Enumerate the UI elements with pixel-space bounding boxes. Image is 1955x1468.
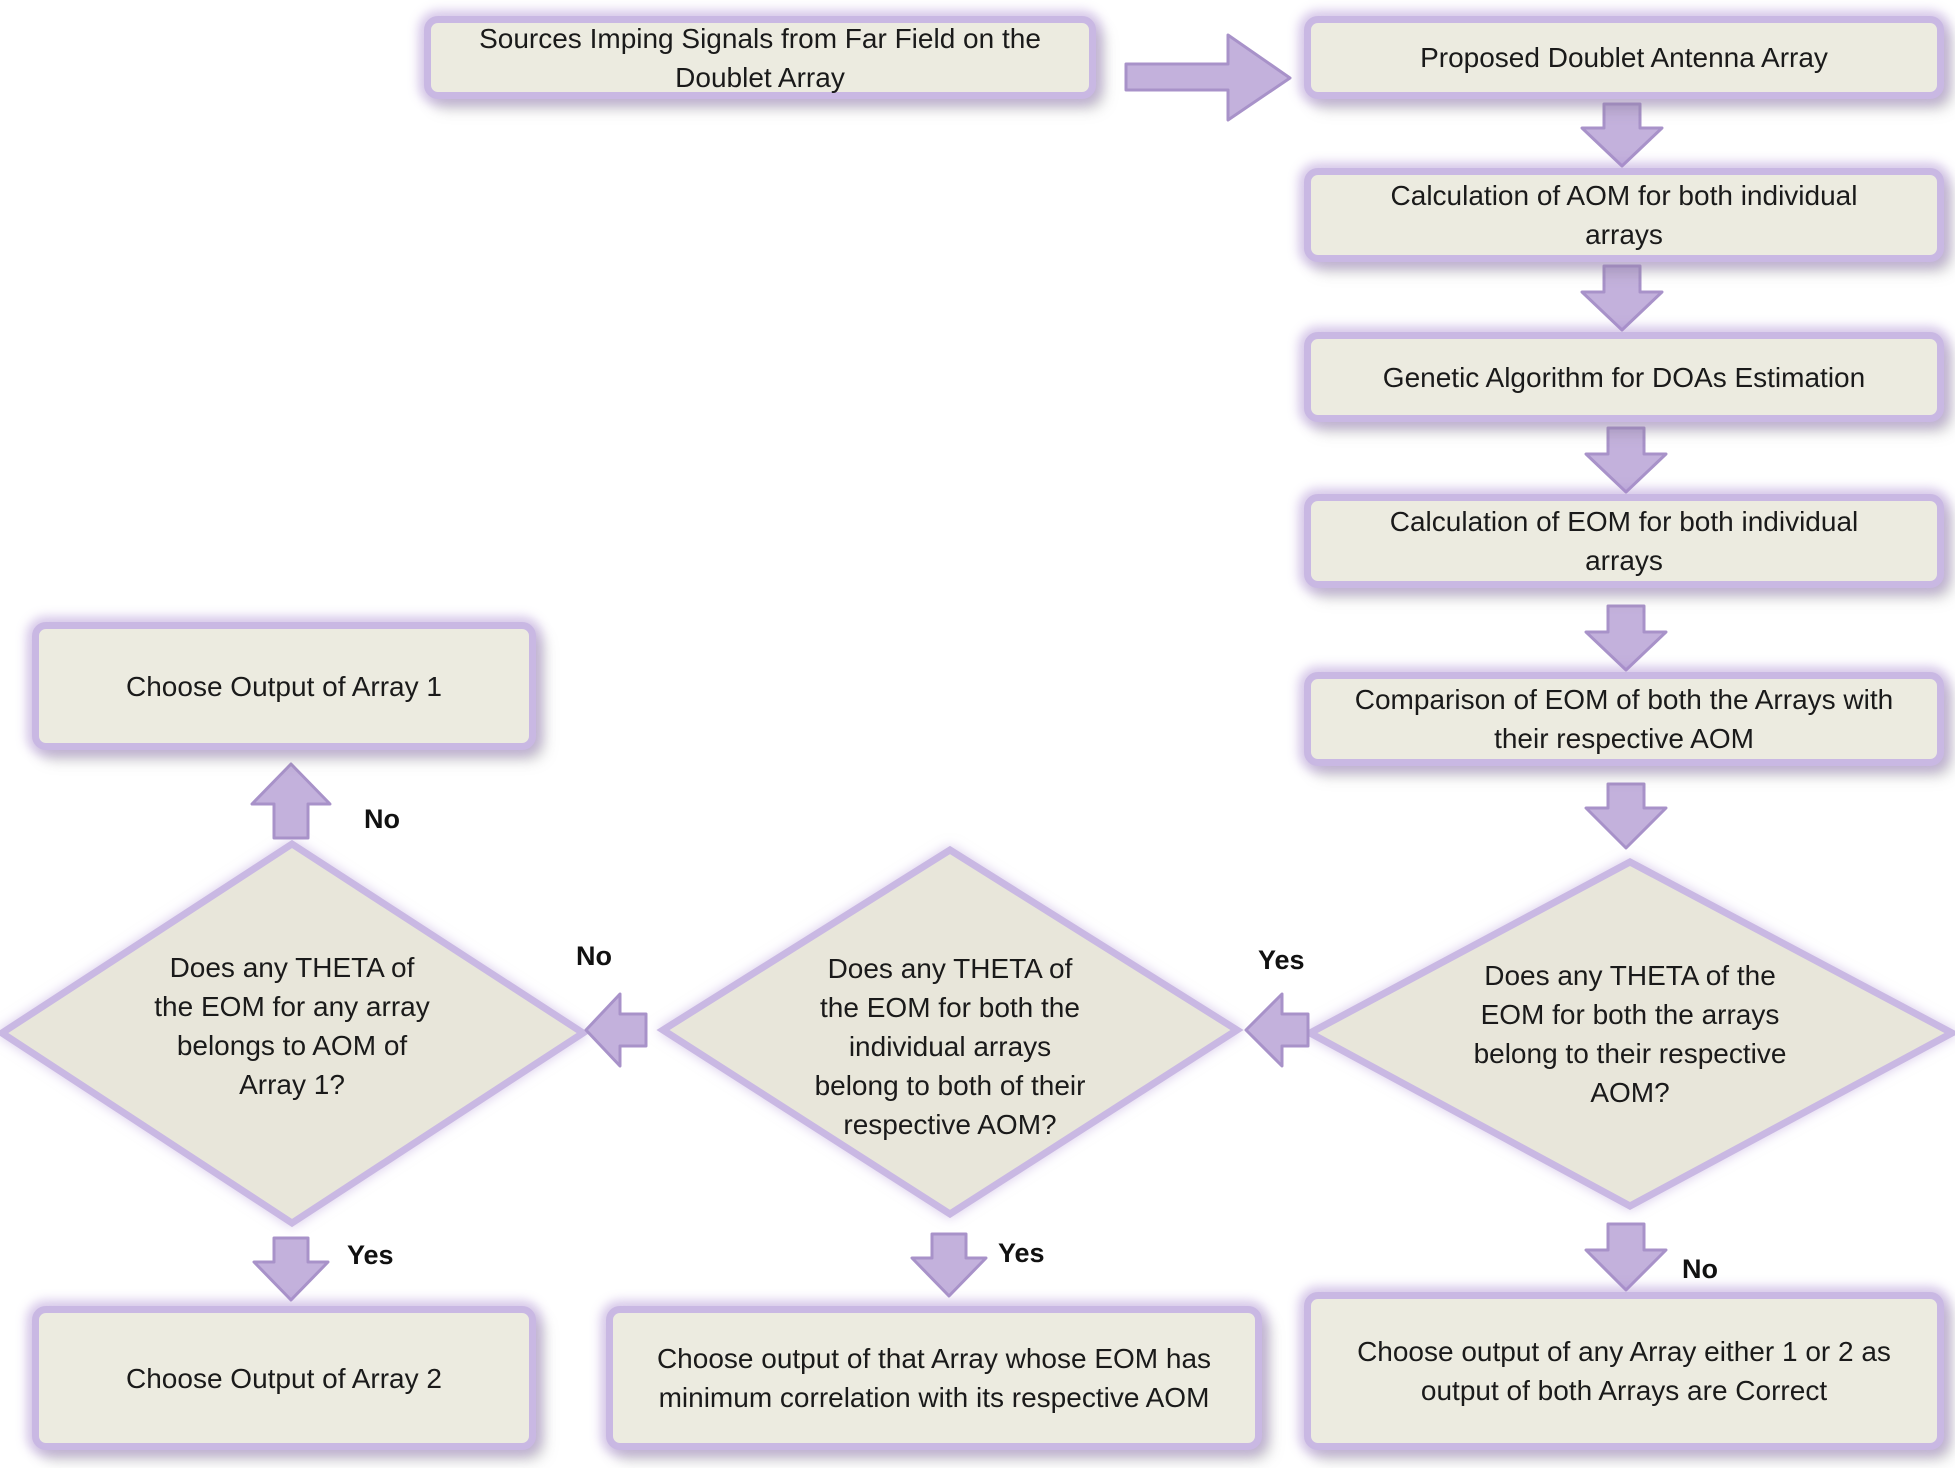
box-comparison: Comparison of EOM of both the Arrays wit…: [1304, 672, 1944, 766]
arrow-down-4: [1584, 604, 1668, 672]
label-d3-no: No: [364, 804, 400, 834]
box-choose-array-1: Choose Output of Array 1: [32, 622, 536, 750]
decision-text-1: Does any THETA of the EOM for both the a…: [1473, 960, 1787, 1108]
arrow-down-d1-no: [1584, 1222, 1668, 1292]
box-genetic-algorithm: Genetic Algorithm for DOAs Estimation: [1304, 332, 1944, 422]
decision-diamond-2: [656, 845, 1244, 1219]
decision-text-2: Does any THETA of the EOM for both the i…: [814, 952, 1086, 1140]
decision-diamond-1: [1302, 858, 1955, 1210]
decision-text-3: Does any THETA of the EOM for any array …: [154, 952, 430, 1100]
box-choose-any-array: Choose output of any Array either 1 or 2…: [1304, 1292, 1944, 1450]
arrow-left-d2-no: [584, 992, 648, 1068]
box-calc-aom: Calculation of AOM for both individual a…: [1304, 168, 1944, 262]
arrow-up-d3-no: [250, 762, 332, 840]
arrow-down-1: [1580, 102, 1664, 168]
arrow-left-d1-yes: [1244, 992, 1310, 1068]
box-sources-signals: Sources Imping Signals from Far Field on…: [424, 16, 1096, 99]
label-d1-yes: Yes: [1258, 945, 1305, 975]
arrow-down-d2-yes: [910, 1232, 988, 1298]
box-choose-min-correlation: Choose output of that Array whose EOM ha…: [606, 1306, 1262, 1450]
arrow-right-sources-to-proposed: [1124, 33, 1292, 122]
box-calc-eom: Calculation of EOM for both individual a…: [1304, 494, 1944, 588]
arrow-down-5: [1584, 782, 1668, 850]
box-choose-array-2: Choose Output of Array 2: [32, 1306, 536, 1450]
label-d1-no: No: [1682, 1254, 1718, 1284]
box-proposed-doublet-array: Proposed Doublet Antenna Array: [1304, 16, 1944, 99]
label-d2-yes: Yes: [998, 1238, 1045, 1268]
decision-diamond-3: [0, 839, 590, 1228]
arrow-down-3: [1584, 426, 1668, 494]
arrow-down-d3-yes: [252, 1236, 330, 1302]
label-d3-yes: Yes: [347, 1240, 394, 1270]
label-d2-no: No: [576, 941, 612, 971]
arrow-down-2: [1580, 264, 1664, 332]
